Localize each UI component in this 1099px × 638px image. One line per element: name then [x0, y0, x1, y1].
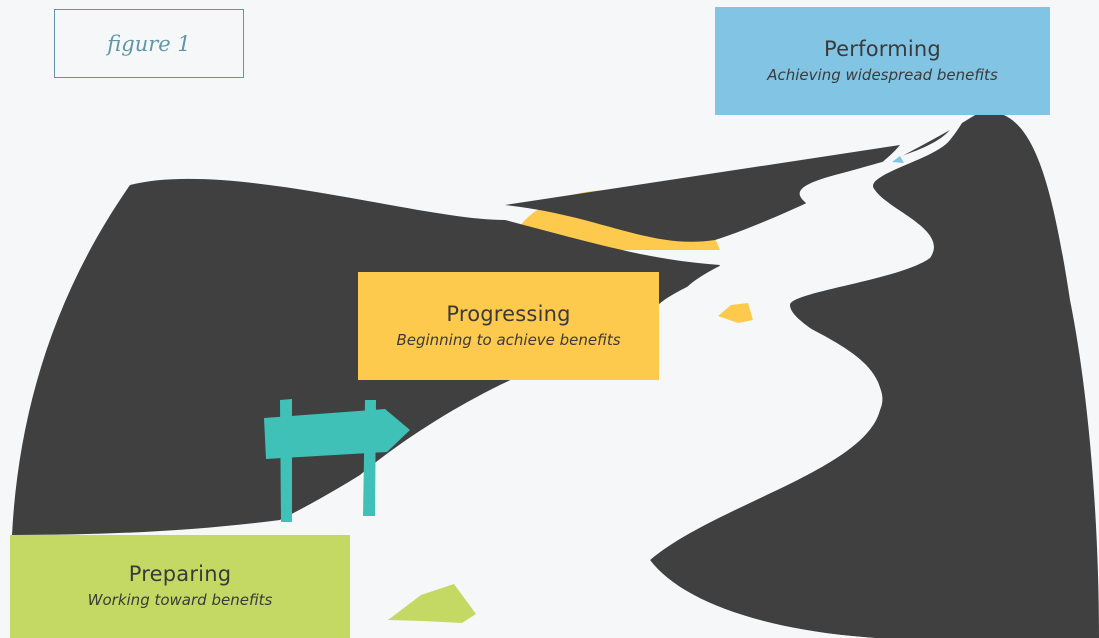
stage-preparing-box: Preparing Working toward benefits — [10, 535, 350, 638]
yellow-stone — [718, 303, 753, 323]
stage-preparing-subtitle: Working toward benefits — [87, 591, 273, 610]
stage-performing-title: Performing — [824, 36, 941, 61]
stage-performing-subtitle: Achieving widespread benefits — [767, 65, 998, 84]
stage-progressing-box: Progressing Beginning to achieve benefit… — [358, 272, 659, 380]
stage-preparing-title: Preparing — [128, 562, 232, 587]
blue-stone — [892, 156, 904, 163]
stage-progressing-title: Progressing — [446, 301, 571, 326]
stage-progressing-subtitle: Beginning to achieve benefits — [396, 330, 621, 349]
green-stone — [388, 584, 476, 623]
figure-label: figure 1 — [54, 9, 244, 78]
signpost-icon — [264, 399, 410, 522]
rear-hill — [505, 111, 1099, 638]
stage-performing-box: Performing Achieving widespread benefits — [715, 7, 1050, 115]
